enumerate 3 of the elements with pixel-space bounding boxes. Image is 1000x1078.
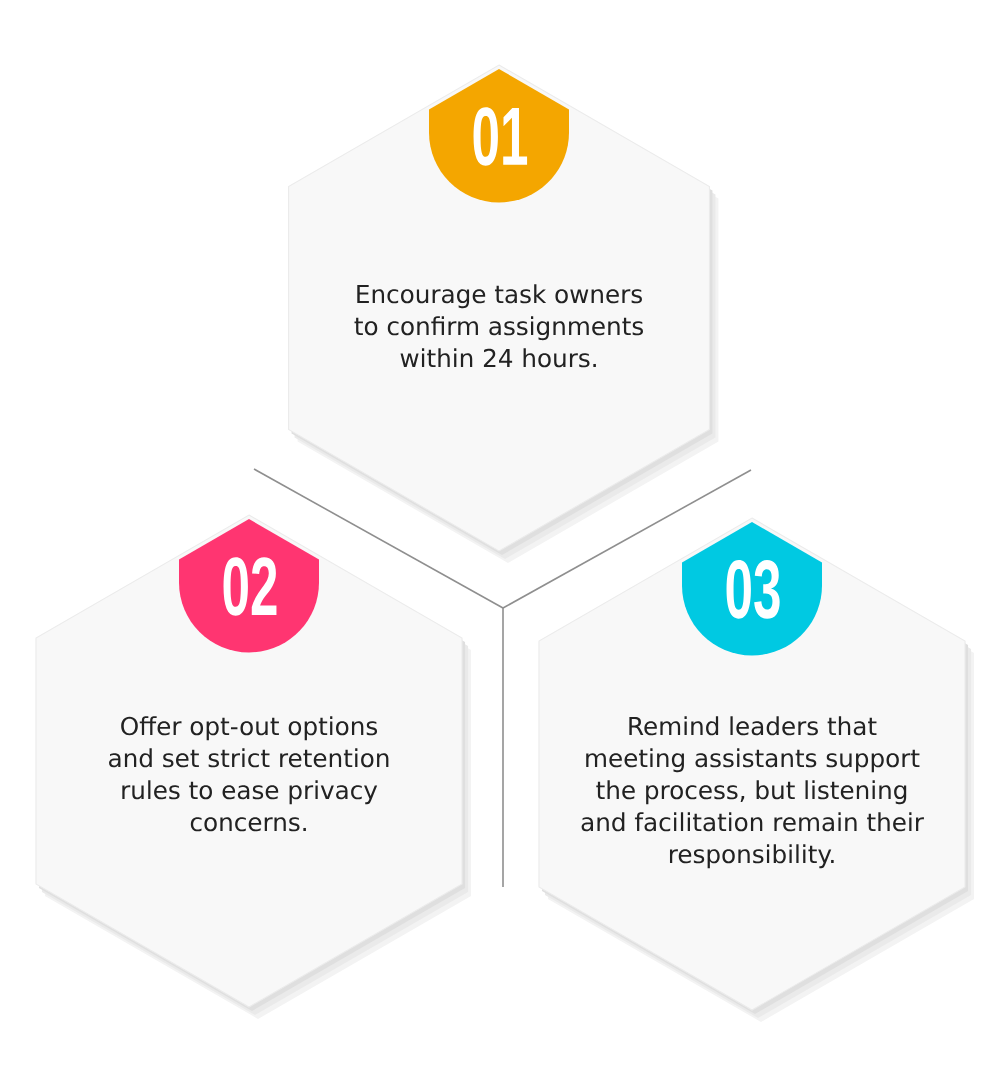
number-badge: 01 (429, 69, 569, 203)
number-badge: 02 (179, 519, 319, 653)
number-badge: 03 (682, 522, 822, 656)
